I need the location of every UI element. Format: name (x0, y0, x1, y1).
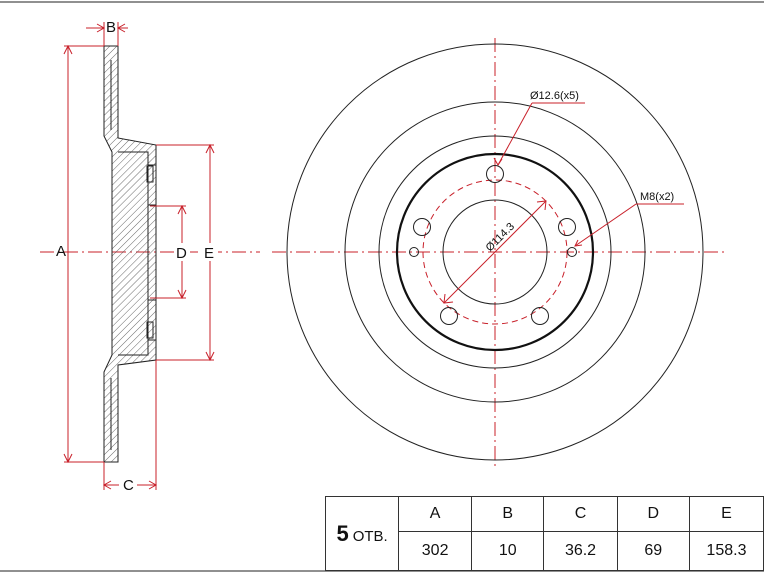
thread-leader (574, 203, 637, 247)
header-b: B (471, 496, 545, 532)
header-a: A (398, 496, 473, 532)
dim-d-arrow-bottom (177, 289, 187, 300)
dim-a-arrow-top (63, 44, 73, 55)
dim-c-label-bg (119, 477, 137, 493)
value-e: 158.3 (688, 531, 764, 571)
stud-hole-section-bottom (146, 321, 154, 339)
pcd-arrow-top (536, 200, 547, 211)
disc-outer-edge (286, 43, 704, 461)
header-d: D (616, 496, 690, 532)
dim-b-arrow-right (116, 23, 126, 33)
header-c: C (543, 496, 618, 532)
thread-callout: M8(x2) (640, 191, 674, 203)
stud-hole-icon (413, 218, 431, 236)
pcd-dimension-line (443, 200, 547, 304)
dim-d-label-bg (174, 243, 190, 261)
dim-c-arrow-left (102, 480, 112, 490)
stud-hole-icon (558, 218, 576, 236)
thread-leader-arrow (574, 239, 583, 247)
dim-b-label: B (106, 19, 116, 36)
pcd-callout: Ø114.3 (484, 221, 517, 254)
stud-hole-icon (440, 307, 458, 325)
pcd-arrow-bottom (443, 293, 454, 304)
threaded-hole-icon (567, 247, 577, 257)
value-a: 302 (398, 531, 473, 571)
stud-hole-section-top (146, 165, 154, 183)
center-bore (442, 199, 548, 305)
value-c: 36.2 (543, 531, 618, 571)
stud-hole-leader-arrow (493, 157, 503, 166)
hub-face-edge (395, 152, 595, 352)
dim-d-label: D (176, 245, 187, 262)
value-d: 69 (616, 531, 690, 571)
front-view: Ø12.6(x5) M8(x2) Ø114.3 (272, 38, 724, 470)
dim-a-arrow-bottom (63, 453, 73, 464)
hat-inner-wall (118, 151, 149, 356)
dim-b-arrow-left (96, 23, 106, 33)
header-e: E (688, 496, 764, 532)
dim-e-arrow-top (205, 143, 215, 154)
dim-c-arrow-right (148, 480, 158, 490)
stud-hole-icon (486, 165, 504, 183)
dim-e-arrow-bottom (205, 351, 215, 362)
side-section-view: A B C D E (40, 19, 260, 494)
dim-d-arrow-top (177, 204, 187, 215)
dim-e-label: E (204, 245, 214, 262)
stud-hole-icon (531, 307, 549, 325)
value-b: 10 (471, 531, 545, 571)
disc-friction-inner-edge (344, 101, 646, 403)
dim-a-label: A (56, 243, 66, 260)
stud-hole-callout: Ø12.6(x5) (530, 90, 579, 102)
dim-e-label-bg (202, 243, 218, 261)
stud-hole-leader (497, 102, 533, 166)
bolt-holes-unit: ОТВ. (352, 527, 388, 545)
hat-outer-edge (378, 135, 612, 369)
disc-section-profile (103, 45, 157, 463)
dim-c-label: C (123, 477, 134, 494)
bolt-holes-count: 5 (336, 520, 349, 546)
threaded-hole-icon (409, 247, 419, 257)
